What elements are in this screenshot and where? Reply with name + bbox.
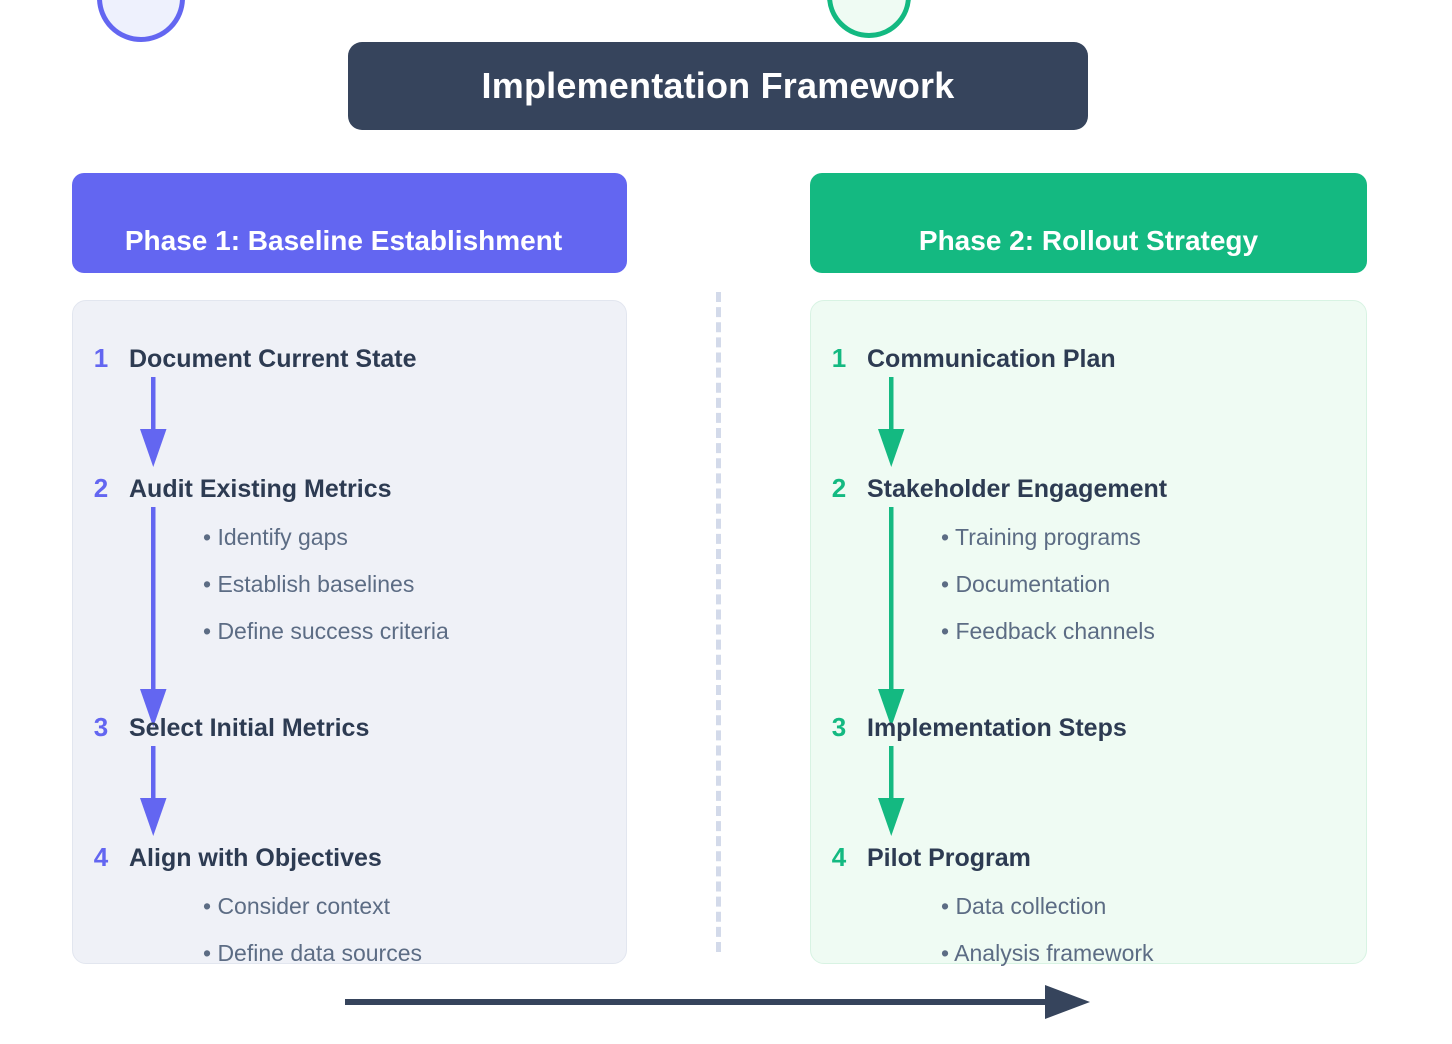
bullet-item: • Define success criteria (203, 618, 449, 644)
bullet-item: • Define data sources (203, 940, 423, 966)
progress-arrow-icon (345, 982, 1090, 1024)
bullet-item: • Data collection (941, 893, 1107, 919)
phase-2-step-list: 1 Communication Plan 2 Stakeholder Engag… (811, 301, 1366, 965)
decorative-circle-purple-icon (97, 0, 185, 42)
step-bullet-list: • Training programs • Documentation • Fe… (811, 526, 1366, 643)
bullet-item: • Training programs (941, 524, 1141, 550)
step-title: Document Current State (129, 345, 417, 373)
step-number: 4 (831, 842, 847, 872)
step-title: Implementation Steps (867, 714, 1127, 742)
phase-1-step-list: 1 Document Current State 2 Audit Existin… (73, 301, 626, 965)
phase-1-title: Phase 1: Baseline Establishment (124, 225, 563, 256)
step-title: Pilot Program (867, 844, 1031, 872)
phase-header-1: Phase 1: Baseline Establishment (72, 173, 627, 273)
step-item[interactable]: 1 Document Current State (73, 345, 626, 372)
step-number: 3 (831, 712, 847, 742)
diagram-title-banner: Implementation Framework (348, 42, 1088, 130)
phase-2-panel: 1 Communication Plan 2 Stakeholder Engag… (810, 300, 1367, 965)
step-item[interactable]: 3 Select Initial Metrics (73, 714, 626, 741)
step-item[interactable]: 1 Communication Plan (811, 345, 1366, 372)
connector-arrow-1-to-2-purple (129, 377, 177, 467)
connector-arrow-3-to-4-green (867, 746, 915, 836)
step-item[interactable]: 4 Pilot Program • Data collection • Anal… (811, 844, 1366, 965)
page-title: Implementation Framework (481, 65, 955, 106)
step-item[interactable]: 2 Audit Existing Metrics • Identify gaps… (73, 475, 626, 643)
step-number: 3 (93, 712, 109, 742)
step-title: Communication Plan (867, 345, 1116, 373)
step-title: Audit Existing Metrics (129, 475, 392, 503)
bullet-item: • Documentation (941, 571, 1111, 597)
step-number: 2 (831, 473, 847, 503)
step-title: Select Initial Metrics (129, 714, 370, 742)
step-number: 4 (93, 842, 109, 872)
phase-1-panel: 1 Document Current State 2 Audit Existin… (72, 300, 627, 965)
step-item[interactable]: 4 Align with Objectives • Consider conte… (73, 844, 626, 965)
bullet-item: • Consider context (203, 893, 391, 919)
step-title: Align with Objectives (129, 844, 382, 872)
phase-header-2: Phase 2: Rollout Strategy (810, 173, 1367, 273)
connector-arrow-3-to-4-purple (129, 746, 177, 836)
step-number: 1 (93, 343, 109, 373)
bullet-item: • Feedback channels (941, 618, 1155, 644)
phase-divider (716, 292, 721, 952)
bullet-item: • Analysis framework (941, 940, 1154, 966)
step-bullet-list: • Consider context • Define data sources (73, 895, 626, 965)
phase-2-title: Phase 2: Rollout Strategy (918, 225, 1259, 256)
decorative-circle-green-icon (827, 0, 911, 38)
step-title: Stakeholder Engagement (867, 475, 1168, 503)
step-number: 2 (93, 473, 109, 503)
step-number: 1 (831, 343, 847, 373)
connector-arrow-1-to-2-green (867, 377, 915, 467)
step-bullet-list: • Data collection • Analysis framework (811, 895, 1366, 965)
step-item[interactable]: 2 Stakeholder Engagement • Training prog… (811, 475, 1366, 643)
bullet-item: • Identify gaps (203, 524, 348, 550)
step-item[interactable]: 3 Implementation Steps (811, 714, 1366, 741)
bullet-item: • Establish baselines (203, 571, 415, 597)
step-bullet-list: • Identify gaps • Establish baselines • … (73, 526, 626, 643)
